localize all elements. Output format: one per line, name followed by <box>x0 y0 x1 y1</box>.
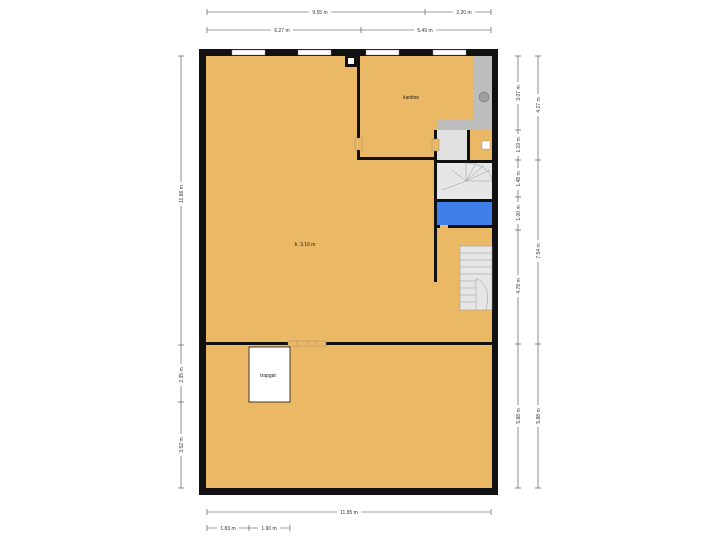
kantine-label: kantine <box>403 95 419 101</box>
main-staircase-treads <box>460 252 492 311</box>
dim-right-top-1: 3.07 m <box>516 85 522 100</box>
kantine-bottom-wall <box>357 157 437 160</box>
blue-room <box>437 202 492 225</box>
division-wall <box>206 342 492 345</box>
dim-top-left-segment: 6.27 m <box>274 28 289 34</box>
column-top-inner <box>348 58 354 64</box>
dim-right-7-54: 7.54 m <box>536 243 542 258</box>
dim-bottom-seg-1: 1.83 m <box>220 526 235 532</box>
trapgat <box>248 346 291 403</box>
dimension-labels: 9.55 m 2.20 m 6.27 m 5.49 m 11.86 m 2.35… <box>179 10 542 532</box>
dim-left-low: 3.52 m <box>179 437 185 452</box>
dim-right-top-2: 4.27 m <box>536 97 542 112</box>
dim-right-5-88-outer: 5.88 m <box>536 408 542 423</box>
dim-right-1-48: 1.48 m <box>516 171 522 186</box>
dim-top-total: 9.55 m <box>312 10 327 16</box>
toilet-floor <box>437 130 469 160</box>
blue-room-opening <box>440 225 448 228</box>
dim-right-5-88-inner: 5.88 m <box>516 408 522 423</box>
dim-right-1-00: 1.00 m <box>516 205 522 220</box>
core-wall-3 <box>434 225 492 228</box>
core-wall-2 <box>434 199 492 202</box>
dimension-label-backgrounds <box>178 9 541 531</box>
kitchen-counter <box>437 56 492 130</box>
core-wall-1 <box>434 160 492 163</box>
dim-bottom-seg-2: 1.90 m <box>261 526 276 532</box>
dim-left-mid: 2.35 m <box>179 367 185 382</box>
toilet-right-wall <box>467 130 470 164</box>
dim-left-total: 11.86 m <box>179 185 185 203</box>
dim-top-right: 2.20 m <box>456 10 471 16</box>
kantine-door <box>354 137 363 151</box>
core-left-wall <box>434 130 437 282</box>
toilet-door <box>431 138 440 152</box>
sink-icon <box>478 91 490 103</box>
washbasin-icon <box>481 140 491 150</box>
division-door-panels <box>296 341 318 346</box>
trapgat-label: trapgat <box>260 373 276 379</box>
dim-right-4-78: 4.78 m <box>516 278 522 293</box>
main-room-label: h. 3.16 m <box>295 242 316 248</box>
dim-bottom-total: 11.85 m <box>340 510 358 516</box>
dim-top-right-segment: 5.49 m <box>417 28 432 34</box>
kantine-left-wall <box>357 56 360 160</box>
top-windows <box>231 49 467 56</box>
spiral-stair-treads <box>441 162 493 191</box>
utility-cell <box>470 130 492 164</box>
dim-right-1-19: 1.19 m <box>516 137 522 152</box>
